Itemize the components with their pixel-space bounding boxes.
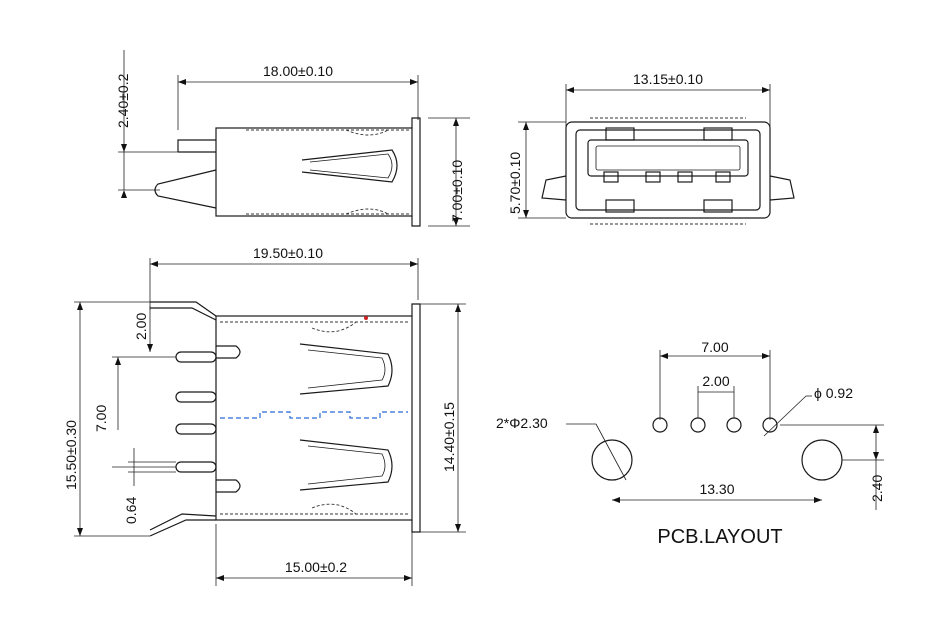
pcb-mount-hole-dim: 2*Φ2.30 [496, 415, 548, 431]
side-height-dim: 7.00±0.10 [449, 160, 465, 222]
top-inner-height-dim: 14.40±0.15 [441, 402, 457, 472]
pcb-row-offset-dim: 2.40 [869, 475, 885, 502]
pin-hole-3 [726, 417, 742, 433]
pcb-outer-pins-dim: 7.00 [701, 339, 728, 355]
pins [175, 345, 241, 493]
pin-hole-4 [762, 417, 778, 433]
mount-hole-left [591, 439, 633, 481]
front-view: 13.15±0.10 5.70±0.10 [507, 71, 795, 225]
top-pin-span-dim: 7.00 [93, 405, 109, 432]
top-view: 19.50±0.10 [63, 245, 466, 586]
pcb-inner-pins-dim: 2.00 [702, 373, 729, 389]
side-length-dim: 18.00±0.10 [263, 63, 333, 79]
pin-hole-2 [690, 417, 706, 433]
pcb-layout: 7.00 2.00 ϕ 0.92 2*Φ2.30 13.30 2. [496, 339, 885, 548]
top-tab-offset-dim: 2.00 [133, 313, 149, 340]
top-outer-height-dim: 15.50±0.30 [63, 420, 79, 490]
pcb-layout-title: PCB.LAYOUT [657, 526, 782, 548]
front-width-dim: 13.15±0.10 [633, 71, 703, 87]
pin-hole-1 [652, 417, 668, 433]
side-view: 18.00±0.10 2.40±0.2 7.00±0.10 [115, 50, 470, 227]
top-body-dim: 15.00±0.2 [285, 559, 347, 575]
pcb-pin-hole-dim: ϕ 0.92 [814, 385, 853, 401]
side-tab-dim: 2.40±0.2 [115, 73, 131, 128]
mount-hole-right [801, 439, 843, 481]
pcb-mount-span-dim: 13.30 [699, 481, 734, 497]
front-height-dim: 5.70±0.10 [507, 152, 523, 214]
top-pin-width-dim: 0.64 [123, 497, 139, 524]
top-overall-dim: 19.50±0.10 [253, 245, 323, 261]
